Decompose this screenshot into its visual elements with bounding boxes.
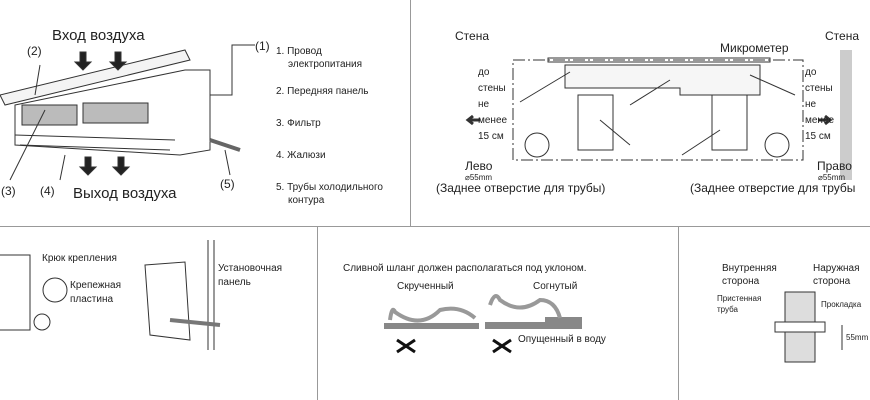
divider-horizontal	[0, 226, 870, 227]
submerged-label: Опущенный в воду	[518, 334, 606, 345]
legend-item: 4. Жалюзи	[276, 150, 326, 161]
air-in-label: Вход воздуха	[52, 27, 145, 44]
divider-top	[410, 0, 411, 226]
wall-right-label: Стена	[825, 29, 860, 43]
rear-hole-left: (Заднее отверстие для трубы)	[436, 181, 606, 195]
right-diameter: ⌀55mm	[818, 173, 846, 182]
legend-item: контура	[288, 195, 325, 206]
left-label: Лево	[465, 159, 493, 173]
hook-drawing	[0, 240, 221, 350]
callout-1: (1)	[255, 39, 270, 53]
callout-5: (5)	[220, 177, 235, 191]
twisted-label: Скрученный	[397, 281, 454, 292]
legend-item: 2. Передняя панель	[276, 86, 369, 97]
legend-item: 1. Провод	[276, 46, 322, 57]
legend-item: 3. Фильтр	[276, 118, 321, 129]
legend-item: электропитания	[288, 59, 363, 70]
mounting-plate-drawing	[465, 50, 852, 180]
size-label: 55mm	[846, 333, 869, 342]
rear-hole-right: (Заднее отверстие для трубы	[690, 181, 856, 195]
hook-label: Крюк крепления	[42, 253, 117, 264]
drain-hose-drawing	[384, 294, 582, 354]
bent-label: Согнутый	[533, 281, 578, 292]
left-diameter: ⌀55mm	[465, 173, 493, 182]
callout-4: (4)	[40, 184, 55, 198]
air-out-label: Выход воздуха	[73, 185, 177, 202]
gasket-label: Прокладка	[821, 300, 862, 309]
callout-2: (2)	[27, 44, 42, 58]
divider-bottom-left	[317, 226, 318, 400]
callout-3: (3)	[1, 184, 16, 198]
legend-item: 5. Трубы холодильного	[276, 182, 383, 193]
wall-pipe-drawing	[774, 291, 843, 363]
drain-title: Сливной шланг должен располагаться под у…	[343, 263, 587, 274]
indoor-unit-drawing	[0, 44, 255, 181]
right-label: Право	[817, 159, 852, 173]
divider-bottom-right	[678, 226, 679, 400]
micrometer-label: Микрометер	[720, 41, 789, 55]
wall-left-label: Стена	[455, 29, 490, 43]
